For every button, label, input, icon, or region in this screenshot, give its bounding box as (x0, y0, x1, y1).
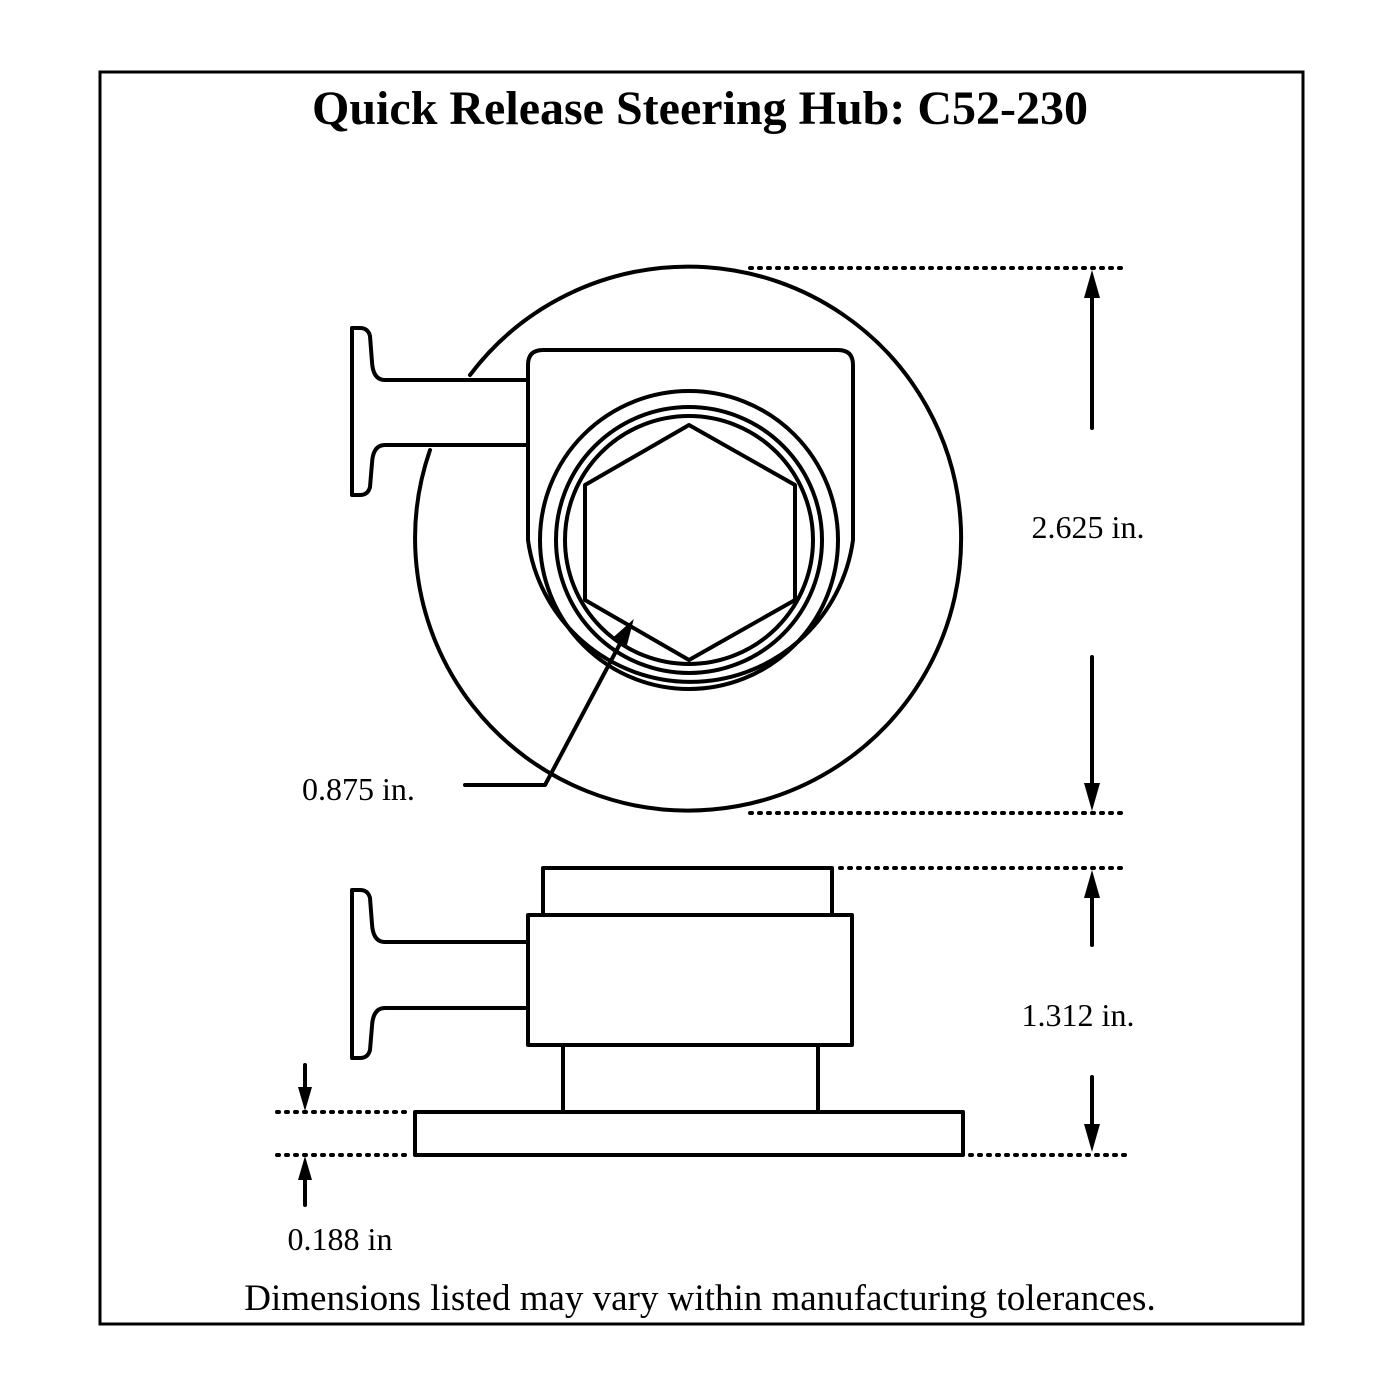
plate-thickness-label: 0.188 in (288, 1221, 393, 1257)
hex-dimension-label: 0.875 in. (302, 771, 415, 807)
arrowhead-icon (298, 1156, 312, 1180)
hub-body-side (526, 913, 854, 1047)
outer-flange-circle (413, 264, 964, 813)
hex-bore (583, 423, 797, 662)
tolerance-footnote: Dimensions listed may vary within manufa… (244, 1278, 1155, 1319)
hub-cap (541, 866, 834, 917)
side-view: 1.312 in. 0.188 in (275, 866, 1135, 1257)
release-handle-side-icon (350, 888, 530, 1060)
outer-ring (538, 389, 840, 691)
hub-neck (561, 1043, 820, 1114)
hex-leader-line (463, 638, 624, 787)
release-handle-icon (350, 326, 530, 497)
arrowhead-icon (1084, 783, 1100, 811)
mounting-plate (413, 1110, 965, 1157)
hex-leader-arrowhead (612, 619, 634, 647)
middle-ring (554, 405, 824, 675)
arrowhead-icon (1084, 270, 1100, 298)
height-dimension-label: 1.312 in. (1022, 997, 1135, 1033)
arrowhead-icon (1084, 1124, 1100, 1152)
frame-border (98, 70, 1305, 1326)
arrowhead-icon (298, 1087, 312, 1111)
arrowhead-icon (1084, 870, 1100, 898)
top-view: 0.875 in. 2.625 in. (302, 264, 1145, 815)
diagram-title: Quick Release Steering Hub: C52-230 (312, 82, 1088, 135)
diameter-dimension-label: 2.625 in. (1032, 509, 1145, 545)
inner-ring (563, 414, 815, 666)
